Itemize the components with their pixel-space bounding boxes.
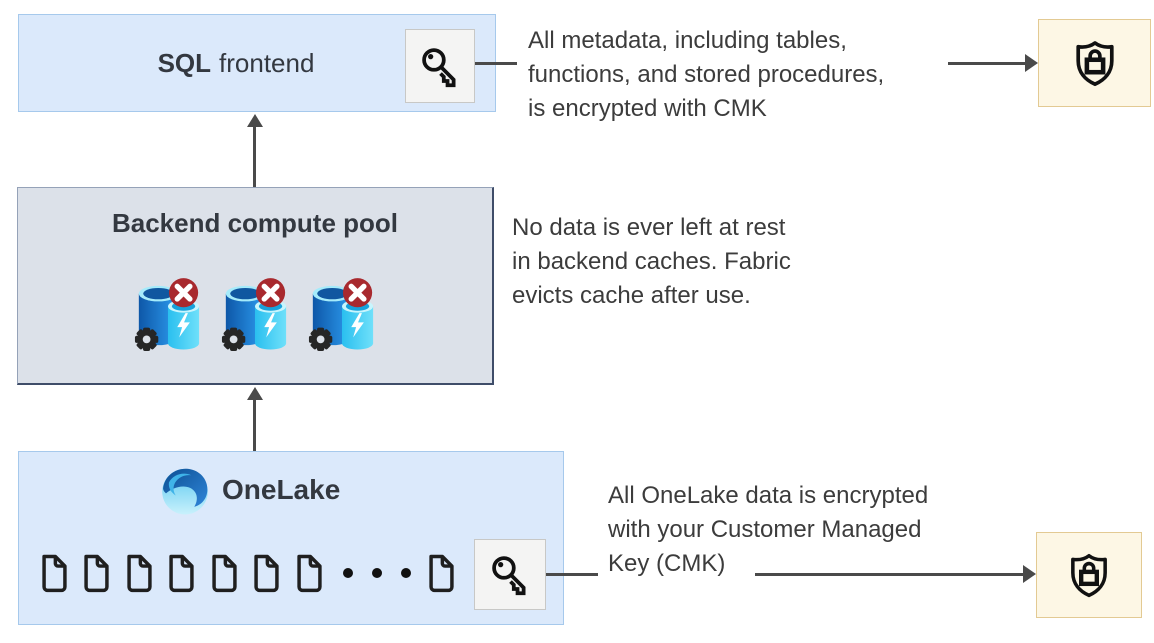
backend-pool-label: Backend compute pool [111,208,399,238]
shield-lock-icon [1064,550,1114,600]
document-icon [165,551,198,595]
cache-note: No data is ever left at rest in backend … [512,211,791,313]
onelake-data-note: All OneLake data is encrypted with your … [608,479,928,581]
onelake-header: OneLake [158,463,340,517]
cmk-shield-box-top [1038,19,1151,107]
arrow-metadata-to-shield-head [1025,54,1038,72]
compute-node-row [18,276,492,356]
document-icon [208,551,241,595]
metadata-note-line3: is encrypted with CMK [528,95,767,122]
cache-note-line2: in backend caches. Fabric [512,248,791,275]
metadata-note-line2: functions, and stored procedures, [528,61,885,88]
arrow-onelake-to-pool-head [247,387,263,400]
shield-lock-icon [1069,37,1121,89]
document-icon [425,551,458,595]
document-icon [293,551,326,595]
backend-pool-box: Backend compute pool [17,187,494,385]
arrow-onelake-to-shield-line [755,573,1023,576]
arrow-onelake-to-shield-head [1023,565,1036,583]
onelake-logo [158,463,212,517]
arrow-pool-to-frontend-head [247,114,263,127]
sql-frontend-label-regular: frontend [219,47,315,78]
metadata-note-line1: All metadata, including tables, [528,27,847,54]
compute-node-icon [220,276,290,356]
arrow-metadata-to-shield-line [948,62,1025,65]
compute-node-icon [307,276,377,356]
ellipsis-dot [372,568,382,578]
cache-note-line3: evicts cache after use. [512,282,751,309]
onelake-box: OneLake [18,451,564,625]
document-icon [123,551,156,595]
onelake-data-note-line2: with your Customer Managed [608,516,922,543]
sql-frontend-label: SQL frontend [19,15,495,111]
cmk-key-box-frontend [405,29,475,103]
arrow-pool-to-frontend-line [253,127,256,187]
arrow-onelake-to-pool-line [253,400,256,451]
ellipsis-dot [343,568,353,578]
sql-frontend-label-bold: SQL [157,47,212,78]
cmk-key-box-onelake [474,539,546,610]
cmk-shield-box-bottom [1036,532,1142,618]
onelake-label: OneLake [222,474,341,505]
compute-node-icon [133,276,203,356]
connector-frontend-key-line [475,62,517,65]
key-icon [488,552,533,597]
connector-onelake-key-line [546,573,598,576]
document-icon [38,551,71,595]
onelake-data-note-line3: Key (CMK) [608,550,726,577]
document-icon [250,551,283,595]
onelake-data-note-line1: All OneLake data is encrypted [608,482,929,509]
document-icon [80,551,113,595]
ellipsis-dot [401,568,411,578]
metadata-note: All metadata, including tables, function… [528,24,884,126]
key-icon [418,44,463,89]
cache-note-line1: No data is ever left at rest [512,214,786,241]
